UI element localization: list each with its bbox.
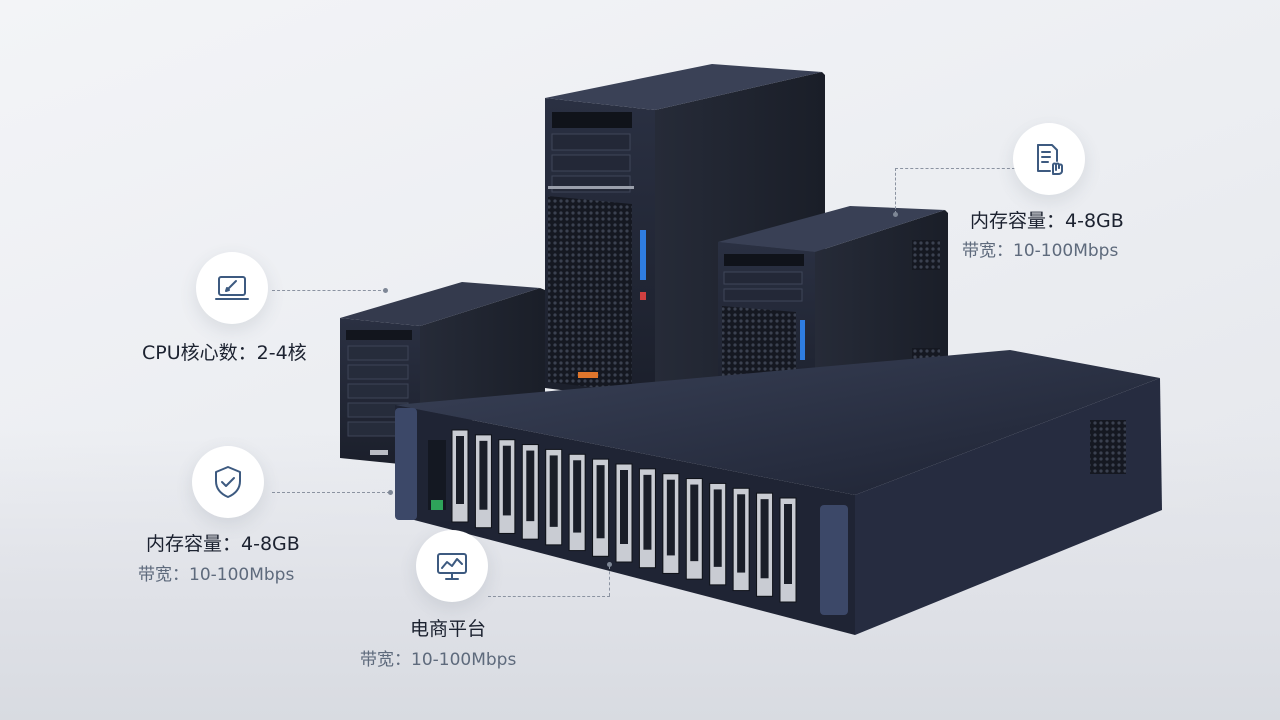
bandwidth-label-ecommerce: 带宽：10-100Mbps bbox=[360, 650, 517, 670]
drive-bay-handle bbox=[596, 465, 605, 539]
drive-bay-handle bbox=[549, 455, 558, 527]
connector-ecommerce-v bbox=[609, 566, 610, 596]
drive-bay-handle bbox=[737, 494, 746, 573]
connector-memory-right-v bbox=[895, 168, 896, 214]
ecommerce-label: 电商平台 bbox=[410, 618, 487, 640]
connector-memory-left-dot bbox=[388, 490, 393, 495]
drive-bays bbox=[451, 429, 797, 603]
cpu-cores-label: CPU核心数：2-4核 bbox=[142, 342, 307, 364]
connector-ecommerce-h bbox=[488, 596, 610, 597]
drive-bay-handle bbox=[643, 474, 652, 550]
drive-bay-handle bbox=[502, 445, 511, 516]
connector-ecommerce-dot bbox=[607, 562, 612, 567]
bandwidth-label-right: 带宽：10-100Mbps bbox=[962, 241, 1119, 261]
drive-bay-handle bbox=[666, 479, 675, 556]
drive-bay-handle bbox=[456, 436, 464, 504]
laptop-edit-icon bbox=[196, 252, 268, 324]
drive-bay-handle bbox=[713, 489, 722, 567]
memory-capacity-label-left: 内存容量：4-8GB bbox=[146, 533, 300, 555]
drive-bay-handle bbox=[573, 460, 582, 533]
document-hand-icon bbox=[1013, 123, 1085, 195]
monitor-chart-icon bbox=[416, 530, 488, 602]
drive-bay-handle bbox=[526, 450, 535, 522]
drive-bay-handle bbox=[760, 499, 769, 579]
connector-cpu-dot bbox=[383, 288, 388, 293]
connector-cpu bbox=[272, 290, 386, 291]
drive-bay-handle bbox=[690, 484, 699, 562]
connector-memory-left bbox=[272, 492, 390, 493]
connector-memory-right-h bbox=[895, 168, 1015, 169]
memory-capacity-label-right: 内存容量：4-8GB bbox=[970, 210, 1124, 232]
bandwidth-label-left: 带宽：10-100Mbps bbox=[138, 565, 295, 585]
shield-check-icon bbox=[192, 446, 264, 518]
connector-memory-right-dot bbox=[893, 212, 898, 217]
drive-bay-handle bbox=[620, 470, 628, 544]
drive-bay-handle bbox=[784, 504, 792, 584]
drive-bay-handle bbox=[479, 440, 488, 510]
